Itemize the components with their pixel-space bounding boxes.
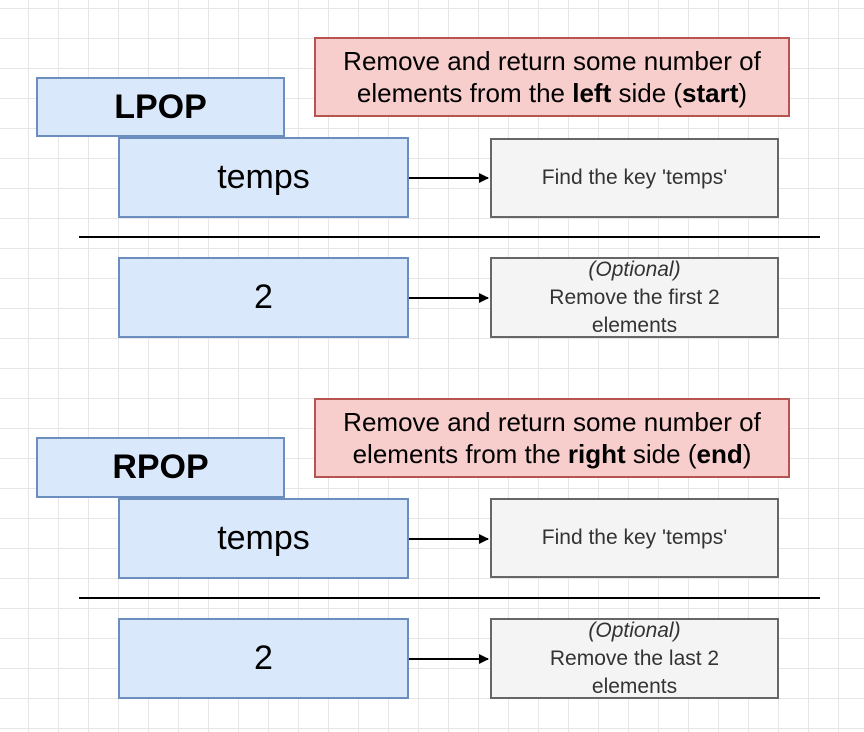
rpop-count-description-line1: Remove the last 2 [549,646,720,670]
lpop-count-optional-label: (Optional) [588,257,681,281]
lpop-divider-line [79,236,820,238]
lpop-count-description-line1: Remove the first 2 [549,285,720,309]
rpop-key-label: temps [217,519,310,557]
rpop-count-description-line2: elements [591,674,678,698]
rpop-count-description-box: (Optional) Remove the last 2 elements [490,618,779,699]
lpop-count-argument-box: 2 [118,257,409,338]
rpop-command-label: RPOP [112,448,209,486]
lpop-note-line2: elements from the left side (start) [356,78,748,108]
lpop-key-description: Find the key 'temps' [541,166,728,189]
rpop-description-note: Remove and return some number of element… [314,398,790,478]
lpop-count-description-box: (Optional) Remove the first 2 elements [490,257,779,338]
lpop-key-description-box: Find the key 'temps' [490,138,779,218]
lpop-command-box: LPOP [36,77,285,137]
lpop-description-note: Remove and return some number of element… [314,37,790,117]
rpop-count-optional-label: (Optional) [588,618,681,642]
rpop-count-label: 2 [254,639,273,677]
lpop-count-description-line2: elements [591,313,678,337]
rpop-command-box: RPOP [36,437,285,498]
rpop-key-description: Find the key 'temps' [541,526,728,549]
rpop-note-line2: elements from the right side (end) [352,439,752,469]
lpop-command-label: LPOP [114,87,207,126]
lpop-note-line1: Remove and return some number of [343,46,761,76]
rpop-count-argument-box: 2 [118,618,409,699]
lpop-key-label: temps [217,158,310,196]
lpop-key-argument-box: temps [118,137,409,218]
rpop-key-argument-box: temps [118,498,409,579]
rpop-key-description-box: Find the key 'temps' [490,498,779,578]
lpop-count-label: 2 [254,278,273,316]
rpop-note-line1: Remove and return some number of [343,407,761,437]
rpop-divider-line [79,597,820,599]
